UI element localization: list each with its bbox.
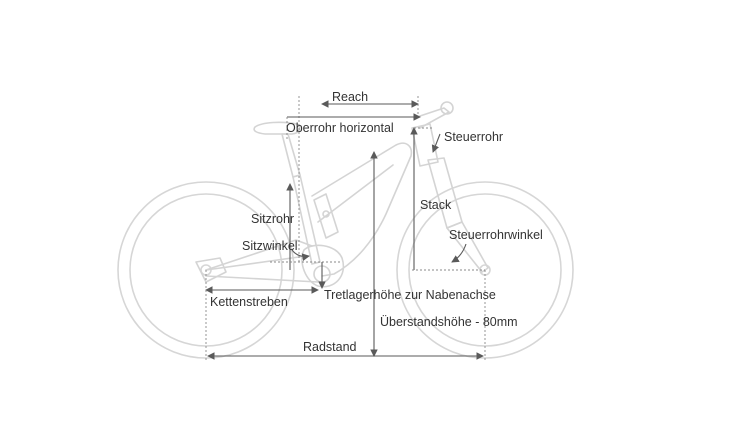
head-tube-label: Steuerrohr <box>444 130 503 144</box>
top-tube-label: Oberrohr horizontal <box>286 121 394 135</box>
head-angle-label: Steuerrohrwinkel <box>449 228 543 242</box>
dimension-lines <box>205 96 486 362</box>
seat-tube-label: Sitzrohr <box>251 212 294 226</box>
reach-label: Reach <box>332 90 368 104</box>
seat-angle-label: Sitzwinkel <box>242 239 298 253</box>
stack-label: Stack <box>420 198 452 212</box>
chainstay-label: Kettenstreben <box>210 295 288 309</box>
standover-label: Überstandshöhe - 80mm <box>380 315 518 329</box>
wheelbase-label: Radstand <box>303 340 357 354</box>
bb-drop-label: Tretlagerhöhe zur Nabenachse <box>324 288 496 302</box>
